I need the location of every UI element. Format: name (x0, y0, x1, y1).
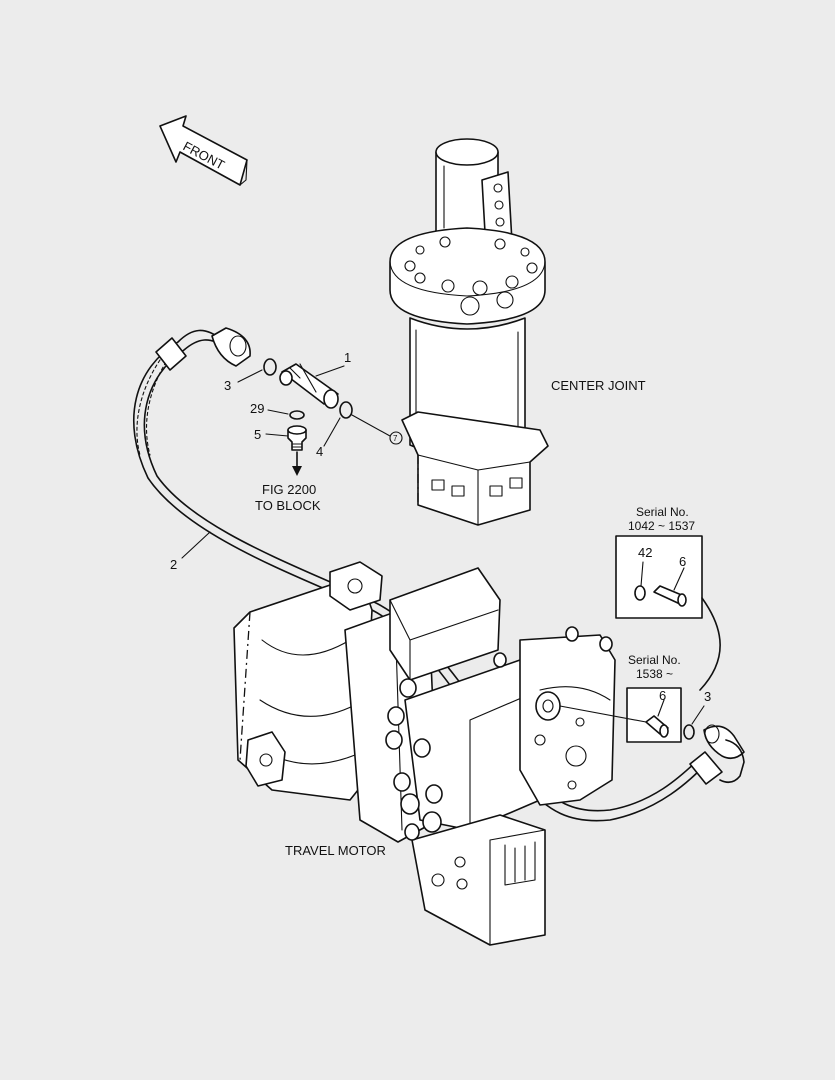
front-arrow: FRONT (159, 115, 248, 186)
serial-box-b: Serial No. 1538 ~ (559, 653, 705, 743)
callout-4: 4 (316, 444, 323, 459)
travel-motor: TRAVEL MOTOR (233, 561, 616, 946)
callout-1: 1 (344, 350, 351, 365)
callout-3: 3 (224, 378, 231, 393)
center-joint: CENTER JOINT (389, 138, 646, 526)
callout-3b: 3 (704, 689, 711, 704)
callout-6a: 6 (679, 554, 686, 569)
callout-6b: 6 (659, 688, 666, 703)
serial-a-range: 1042 ~ 1537 (628, 519, 695, 533)
callout-42: 42 (638, 545, 652, 560)
fig-reference: FIG 2200 TO BLOCK (255, 482, 321, 513)
center-joint-label: CENTER JOINT (551, 378, 646, 393)
serial-b-title: Serial No. (628, 653, 681, 667)
fig-ref-line1: FIG 2200 (262, 482, 316, 497)
serial-b-range: 1538 ~ (636, 667, 673, 681)
serial-a-title: Serial No. (636, 505, 689, 519)
callout-7: 7 (393, 434, 398, 443)
travel-motor-label: TRAVEL MOTOR (285, 843, 386, 858)
serial-box-a: Serial No. 1042 ~ 1537 (615, 505, 721, 691)
motor-bolts (385, 626, 613, 841)
callout-2: 2 (170, 557, 177, 572)
leader-lines (181, 365, 345, 559)
connector-parts: 7 (263, 358, 403, 476)
callout-5: 5 (254, 427, 261, 442)
fig-ref-line2: TO BLOCK (255, 498, 321, 513)
callout-numbers: 1 3 29 5 4 2 42 6 6 3 (170, 350, 711, 704)
callout-29: 29 (250, 401, 264, 416)
